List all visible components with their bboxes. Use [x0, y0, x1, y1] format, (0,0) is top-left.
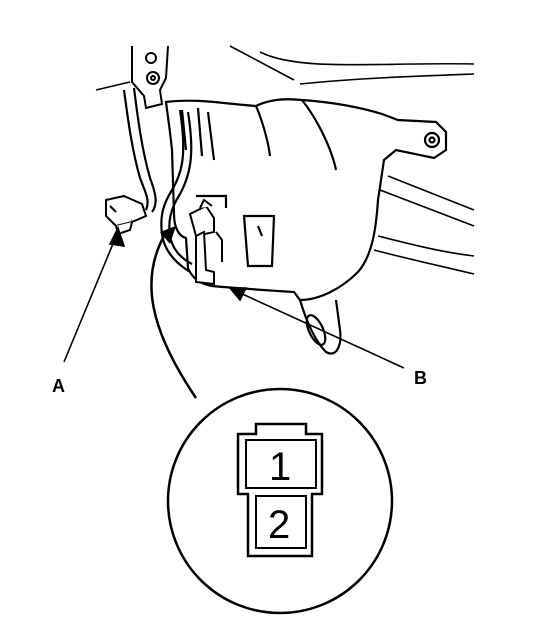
reservoir-tank [164, 98, 448, 355]
pump-connector-b [188, 198, 223, 286]
leader-arrows [63, 225, 405, 369]
callout-a-label: A [52, 376, 65, 396]
callout-b-label: B [414, 368, 427, 388]
connector-face-detail [236, 422, 324, 558]
harness-connector-a [105, 194, 148, 236]
pin-2-label: 2 [268, 503, 290, 547]
body-panel-lines [95, 45, 475, 275]
detail-callout [150, 226, 394, 615]
pin-1-label: 1 [269, 445, 291, 489]
wire-harness [122, 87, 193, 273]
mounting-bracket [131, 45, 169, 110]
